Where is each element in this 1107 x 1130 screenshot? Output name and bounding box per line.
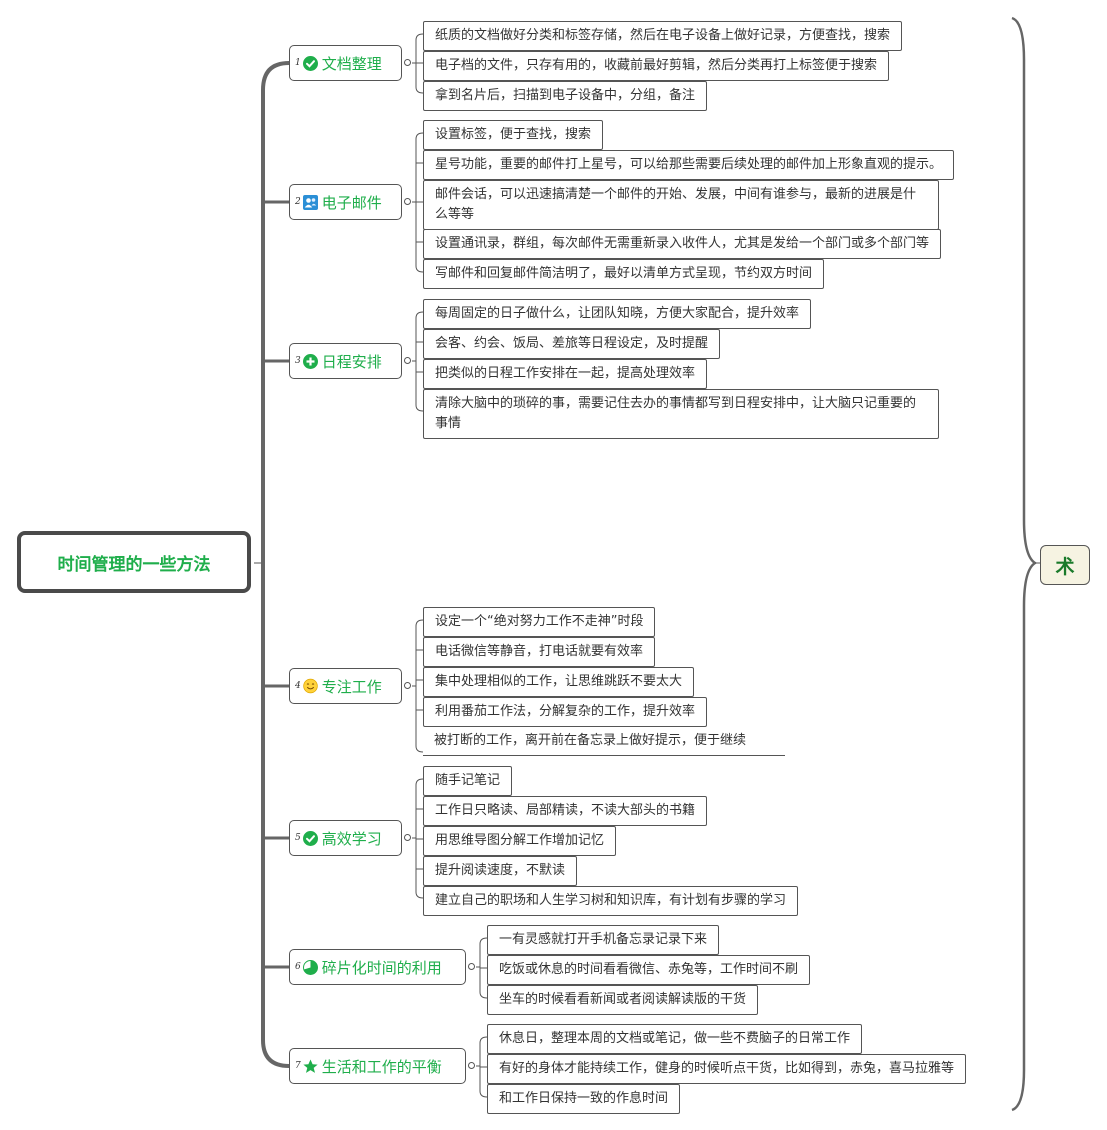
branch-number: 5 bbox=[295, 833, 301, 843]
pie-chart-icon bbox=[302, 959, 318, 975]
list-item[interactable]: 设置通讯录，群组，每次邮件无需重新录入收件人，尤其是发给一个部门或多个部门等 bbox=[423, 229, 942, 259]
list-item[interactable]: 写邮件和回复邮件简洁明了，最好以清单方式呈现，节约双方时间 bbox=[423, 259, 825, 289]
list-item[interactable]: 星号功能，重要的邮件打上星号，可以给那些需要后续处理的邮件加上形象直观的提示。 bbox=[423, 150, 955, 180]
branch-label: 电子邮件 bbox=[321, 193, 382, 212]
collapse-toggle[interactable] bbox=[404, 682, 411, 689]
list-item[interactable]: 提升阅读速度，不默读 bbox=[423, 856, 578, 886]
list-item[interactable]: 随手记笔记 bbox=[423, 766, 513, 796]
list-item[interactable]: 拿到名片后，扫描到电子设备中，分组，备注 bbox=[423, 81, 708, 111]
branch-label: 生活和工作的平衡 bbox=[321, 1057, 442, 1076]
list-item[interactable]: 建立自己的职场和人生学习树和知识库，有计划有步骤的学习 bbox=[423, 886, 799, 916]
check-circle-icon bbox=[302, 830, 318, 846]
branch-label: 高效学习 bbox=[321, 829, 382, 848]
branch-topic-2[interactable]: 2 电子邮件 bbox=[289, 184, 402, 220]
branch-topic-1[interactable]: 1 文档整理 bbox=[289, 45, 402, 81]
list-item[interactable]: 把类似的日程工作安排在一起，提高处理效率 bbox=[423, 359, 708, 389]
collapse-toggle[interactable] bbox=[404, 357, 411, 364]
branch-topic-7[interactable]: 7 生活和工作的平衡 bbox=[289, 1048, 466, 1084]
collapse-toggle[interactable] bbox=[404, 59, 411, 66]
summary-label[interactable]: 术 bbox=[1040, 545, 1090, 585]
trunk-spine bbox=[261, 61, 290, 1068]
star-icon bbox=[303, 1059, 318, 1074]
branch-number: 4 bbox=[295, 681, 301, 691]
collapse-toggle[interactable] bbox=[468, 963, 475, 970]
branch-label: 专注工作 bbox=[321, 677, 382, 696]
list-item[interactable]: 被打断的工作，离开前在备忘录上做好提示，便于继续 bbox=[423, 727, 785, 756]
contacts-icon bbox=[302, 194, 318, 210]
list-item[interactable]: 电子档的文件，只存有用的，收藏前最好剪辑，然后分类再打上标签便于搜索 bbox=[423, 51, 890, 81]
branch-number: 7 bbox=[295, 1061, 301, 1071]
collapse-toggle[interactable] bbox=[468, 1062, 475, 1069]
list-item[interactable]: 坐车的时候看看新闻或者阅读解读版的干货 bbox=[487, 985, 759, 1015]
summary-brace bbox=[1011, 16, 1038, 1112]
list-item[interactable]: 和工作日保持一致的作息时间 bbox=[487, 1084, 681, 1114]
list-item[interactable]: 设置标签，便于查找，搜索 bbox=[423, 120, 604, 150]
branch-label: 碎片化时间的利用 bbox=[321, 958, 442, 977]
branch-topic-3[interactable]: 3 日程安排 bbox=[289, 343, 402, 379]
list-item[interactable]: 纸质的文档做好分类和标签存储，然后在电子设备上做好记录，方便查找，搜索 bbox=[423, 21, 903, 51]
branch-topic-5[interactable]: 5 高效学习 bbox=[289, 820, 402, 856]
plus-circle-icon bbox=[302, 353, 318, 369]
list-item[interactable]: 集中处理相似的工作，让思维跳跃不要太大 bbox=[423, 667, 695, 697]
list-item[interactable]: 利用番茄工作法，分解复杂的工作，提升效率 bbox=[423, 697, 708, 727]
list-item[interactable]: 电话微信等静音，打电话就要有效率 bbox=[423, 637, 656, 667]
branch-number: 1 bbox=[295, 58, 301, 68]
list-item[interactable]: 邮件会话，可以迅速搞清楚一个邮件的开始、发展，中间有谁参与，最新的进展是什么等等 bbox=[423, 180, 939, 230]
list-item[interactable]: 设定一个“绝对努力工作不走神”时段 bbox=[423, 607, 656, 637]
root-topic[interactable]: 时间管理的一些方法 bbox=[17, 531, 251, 593]
branch-label: 日程安排 bbox=[321, 352, 382, 371]
branch-label: 文档整理 bbox=[321, 54, 382, 73]
summary-text: 术 bbox=[1055, 555, 1075, 578]
branch-number: 3 bbox=[295, 356, 301, 366]
list-item[interactable]: 工作日只略读、局部精读，不读大部头的书籍 bbox=[423, 796, 708, 826]
smiley-icon bbox=[303, 678, 318, 694]
list-item[interactable]: 休息日，整理本周的文档或笔记，做一些不费脑子的日常工作 bbox=[487, 1024, 863, 1054]
list-item[interactable]: 清除大脑中的琐碎的事，需要记住去办的事情都写到日程安排中，让大脑只记重要的事情 bbox=[423, 389, 939, 439]
branch-number: 2 bbox=[295, 197, 301, 207]
list-item[interactable]: 吃饭或休息的时间看看微信、赤兔等，工作时间不刷 bbox=[487, 955, 811, 985]
root-title: 时间管理的一些方法 bbox=[57, 554, 211, 575]
list-item[interactable]: 用思维导图分解工作增加记忆 bbox=[423, 826, 617, 856]
list-item[interactable]: 会客、约会、饭局、差旅等日程设定，及时提醒 bbox=[423, 329, 721, 359]
branch-topic-4[interactable]: 4 专注工作 bbox=[289, 668, 402, 704]
list-item[interactable]: 每周固定的日子做什么，让团队知晓，方便大家配合，提升效率 bbox=[423, 299, 812, 329]
list-item[interactable]: 一有灵感就打开手机备忘录记录下来 bbox=[487, 925, 720, 955]
list-item[interactable]: 有好的身体才能持续工作，健身的时候听点干货，比如得到，赤兔，喜马拉雅等 bbox=[487, 1054, 967, 1084]
branch-number: 6 bbox=[295, 962, 301, 972]
collapse-toggle[interactable] bbox=[404, 198, 411, 205]
check-circle-icon bbox=[302, 55, 318, 71]
collapse-toggle[interactable] bbox=[404, 834, 411, 841]
branch-topic-6[interactable]: 6 碎片化时间的利用 bbox=[289, 949, 466, 985]
